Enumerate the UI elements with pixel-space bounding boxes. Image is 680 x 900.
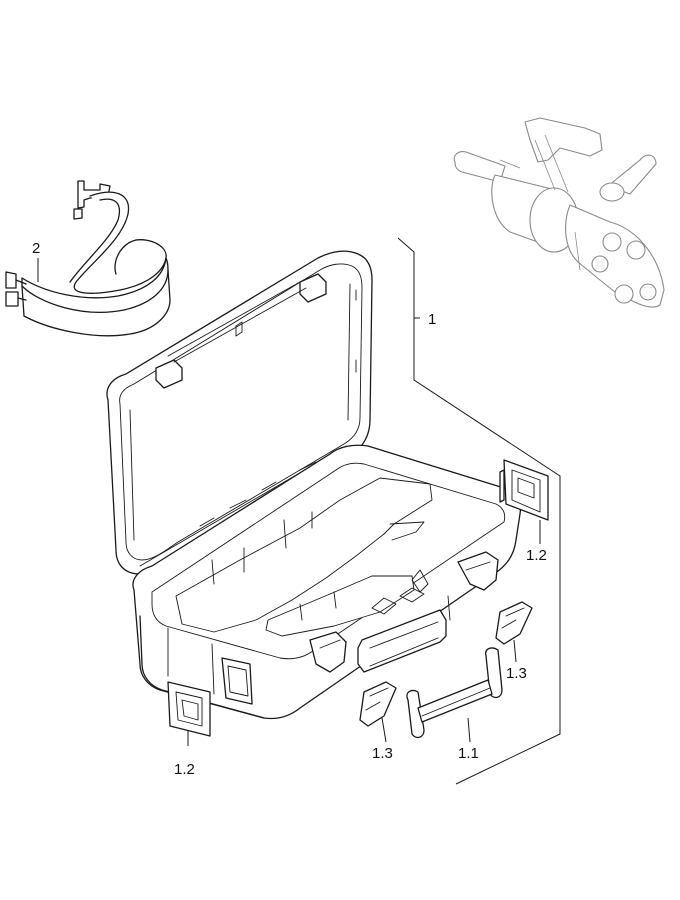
tool-case: [106, 250, 522, 720]
callout-1: 1: [428, 311, 436, 328]
carry-handle: [406, 647, 503, 739]
label-holder-left: [167, 681, 211, 737]
press-tool-ghost: [453, 117, 665, 308]
leader-lines: [37, 237, 561, 785]
callout-1-3-right: 1.3: [506, 665, 527, 682]
callout-1-2-right: 1.2: [526, 547, 547, 564]
callouts: 1 1.2 1.3 1.3 1.1 1.2 2: [32, 240, 547, 778]
carrying-strap: [5, 180, 171, 337]
latch-clip-left: [359, 681, 397, 727]
callout-2: 2: [32, 240, 40, 257]
callout-1-1: 1.1: [458, 745, 479, 762]
callout-1-3-left: 1.3: [372, 745, 393, 762]
callout-1-2-left: 1.2: [174, 761, 195, 778]
latch-clip-right: [495, 601, 533, 645]
label-holder-right: [499, 459, 549, 521]
